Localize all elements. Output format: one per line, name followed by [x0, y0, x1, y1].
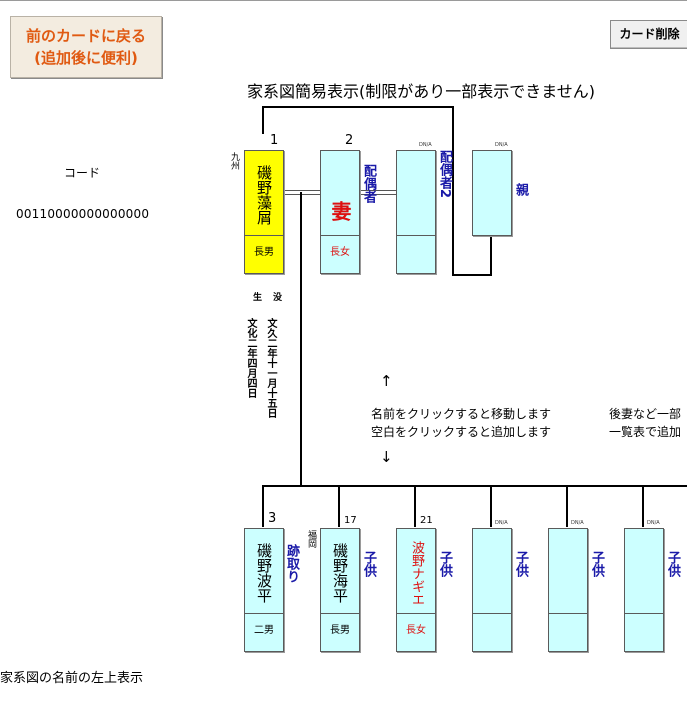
self-name[interactable]: 磯野藻屑: [255, 165, 273, 225]
back-button-line2: (追加後に便利): [34, 49, 138, 67]
parent-label: 親: [513, 183, 528, 196]
spouse-line: [360, 194, 396, 195]
card-separator: [321, 235, 359, 236]
parent-tiny-label: DN/A: [495, 142, 508, 148]
child2-label: 子供: [361, 551, 376, 577]
card-separator: [321, 613, 359, 614]
child1-number: 3: [268, 511, 277, 526]
top-border: [0, 0, 687, 3]
spouse1-label: 配偶者: [361, 164, 376, 203]
right-hint-line2: 一覧表で追加: [609, 425, 682, 439]
child2-region: 福岡: [306, 530, 316, 548]
descent-line: [300, 192, 302, 486]
birth-date: 文化二年四月四日: [245, 318, 256, 398]
back-button-line1: 前のカードに戻る: [25, 27, 146, 45]
child1-name[interactable]: 磯野波平: [255, 543, 273, 603]
connector-line: [452, 274, 492, 276]
child1-role: 二男: [254, 625, 274, 636]
parent-card[interactable]: DN/A: [472, 142, 512, 236]
child5-tiny-label: DN/A: [571, 520, 584, 526]
self-card[interactable]: 磯野藻屑 長男: [244, 150, 284, 274]
self-region: 九州: [229, 152, 239, 170]
hint-line2: 空白をクリックすると追加します: [371, 425, 552, 439]
delete-card-button[interactable]: カード削除: [610, 20, 687, 49]
child2-role: 長男: [330, 625, 350, 636]
child-drop-line: [490, 485, 492, 527]
child4-card[interactable]: DN/A: [472, 520, 512, 652]
arrow-down-icon: ↓: [380, 448, 393, 466]
child3-name[interactable]: 波野ナギエ: [409, 540, 424, 606]
self-number: 1: [270, 133, 279, 148]
right-hint-line1: 後妻など一部: [609, 407, 682, 421]
child6-label: 子供: [665, 551, 680, 577]
child-drop-line: [262, 485, 264, 527]
spouse-line: [284, 194, 320, 195]
card-separator: [549, 613, 587, 614]
card-separator: [473, 613, 511, 614]
child2-number: 17: [344, 515, 357, 526]
spouse1-card[interactable]: 妻 長女: [320, 150, 360, 274]
child2-card[interactable]: 磯野海平 長男: [320, 528, 360, 652]
code-value: 00110000000000000: [16, 207, 150, 221]
child1-label: 跡取り: [284, 544, 299, 583]
spouse-line: [360, 190, 396, 191]
child3-card[interactable]: 波野ナギエ 長女: [396, 528, 436, 652]
child5-card[interactable]: DN/A: [548, 520, 588, 652]
child3-role: 長女: [406, 625, 426, 636]
child-drop-line: [338, 485, 340, 527]
child6-card[interactable]: DN/A: [624, 520, 664, 652]
death-label: 没: [271, 292, 281, 301]
spouse2-label: 配偶者2: [437, 150, 452, 199]
spouse1-name[interactable]: 妻: [328, 201, 352, 221]
child3-number: 21: [420, 515, 433, 526]
connector-line: [262, 106, 264, 134]
spouse2-tiny-label: DN/A: [419, 142, 432, 148]
child5-label: 子供: [589, 551, 604, 577]
page-title: 家系図簡易表示(制限があり一部表示できません): [247, 82, 596, 101]
child1-card[interactable]: 磯野波平 二男: [244, 528, 284, 652]
connector-line: [262, 106, 454, 108]
child-drop-line: [642, 485, 644, 527]
spouse1-role: 長女: [330, 247, 350, 258]
code-label: コード: [64, 166, 101, 180]
arrow-up-icon: ↑: [380, 372, 393, 390]
back-to-previous-card-button[interactable]: 前のカードに戻る (追加後に便利): [10, 16, 162, 78]
death-date: 文久二年十一月十五日: [265, 318, 276, 418]
connector-line: [452, 106, 454, 276]
child-drop-line: [414, 485, 416, 527]
footer-note: 家系図の名前の左上表示: [0, 671, 144, 686]
card-separator: [625, 613, 663, 614]
hint-line1: 名前をクリックすると移動します: [371, 407, 552, 421]
card-separator: [245, 613, 283, 614]
child3-label: 子供: [437, 551, 452, 577]
child-drop-line: [566, 485, 568, 527]
card-separator: [245, 235, 283, 236]
child4-label: 子供: [513, 551, 528, 577]
spouse2-card[interactable]: DN/A: [396, 142, 436, 274]
birth-label: 生: [251, 292, 261, 301]
card-separator: [397, 235, 435, 236]
child6-tiny-label: DN/A: [647, 520, 660, 526]
spouse1-number: 2: [345, 133, 354, 148]
connector-line: [490, 236, 492, 276]
card-separator: [397, 613, 435, 614]
child4-tiny-label: DN/A: [495, 520, 508, 526]
children-bus-line: [262, 485, 687, 487]
self-role: 長男: [254, 247, 274, 258]
child2-name[interactable]: 磯野海平: [331, 543, 349, 603]
spouse-line: [284, 190, 320, 191]
